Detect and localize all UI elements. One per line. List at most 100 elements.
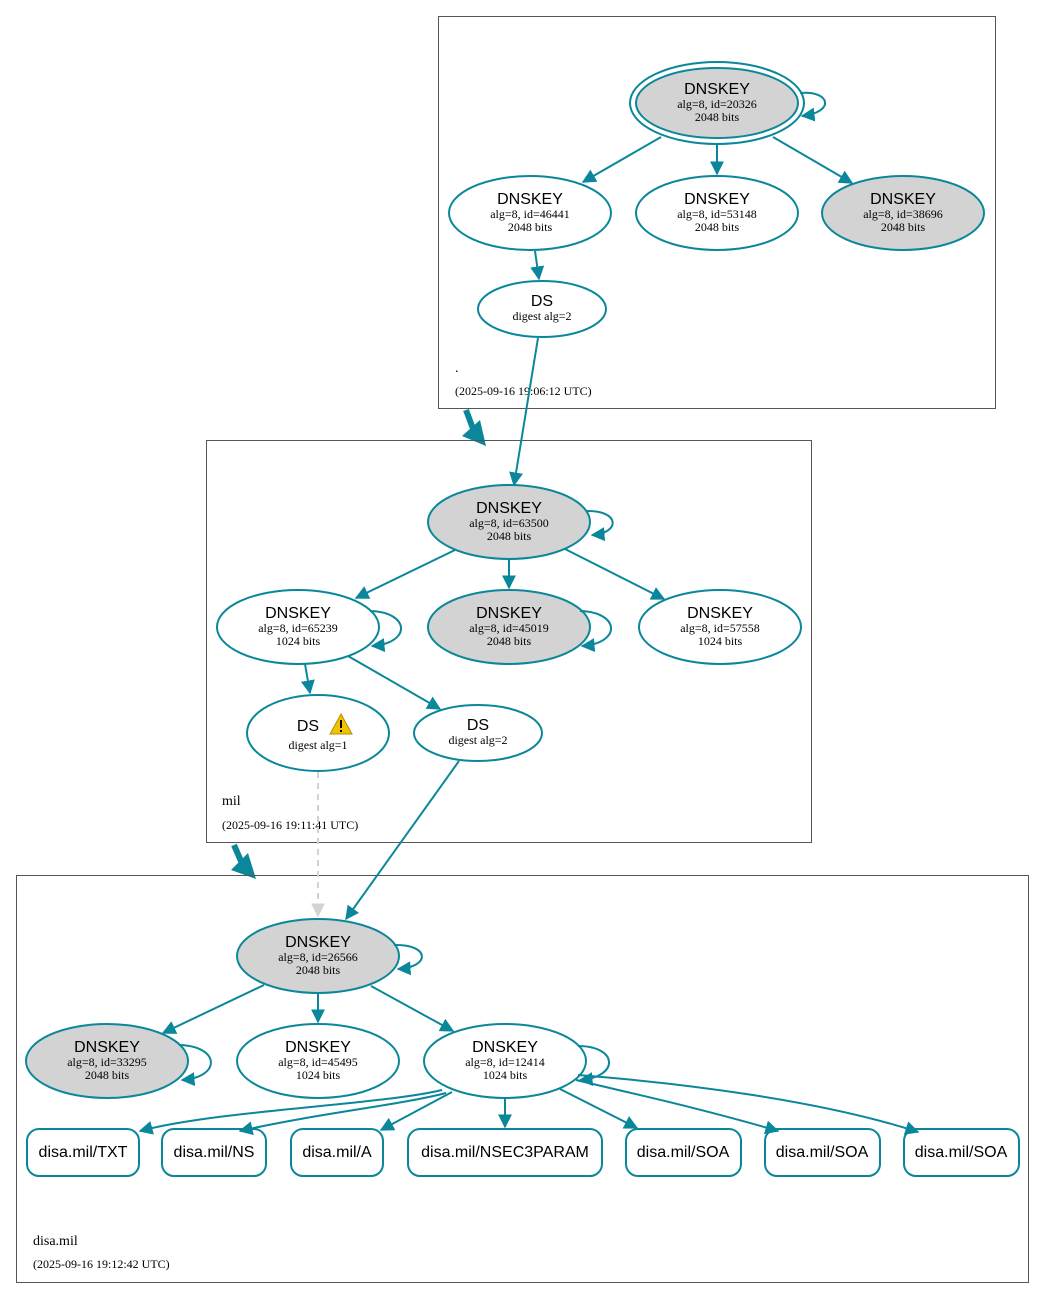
rrset-disa-mil-soa-1[interactable]: disa.mil/SOA	[625, 1128, 742, 1177]
mil-ds1-line1: digest alg=1	[288, 738, 347, 752]
disa-ksk-line2: 2048 bits	[296, 963, 341, 977]
disa-dnskey-33295-node[interactable]: DNSKEY alg=8, id=33295 2048 bits	[25, 1023, 189, 1099]
rrset-label: disa.mil/SOA	[915, 1144, 1008, 1161]
zone-root: . (2025-09-16 19:06:12 UTC) DNSKEY alg=8…	[438, 16, 996, 409]
root-zsk2-line1: alg=8, id=53148	[677, 207, 757, 221]
root-ds-line1: digest alg=2	[512, 309, 571, 323]
rrset-disa-mil-txt[interactable]: disa.mil/TXT	[26, 1128, 140, 1177]
mil-k45019-line2: 2048 bits	[487, 634, 532, 648]
mil-k45019-self-edge	[579, 610, 612, 653]
mil-k65239-title: DNSKEY	[265, 605, 331, 622]
mil-ksk-node[interactable]: DNSKEY alg=8, id=63500 2048 bits	[427, 484, 591, 560]
zone-disa-timestamp: (2025-09-16 19:12:42 UTC)	[33, 1257, 170, 1271]
edge-a-to-k12414	[379, 1091, 453, 1131]
mil-ds-alg2-node[interactable]: DS digest alg=2	[413, 704, 543, 762]
edge-ns-to-k12414	[238, 1092, 447, 1136]
rrset-disa-mil-soa-2[interactable]: disa.mil/SOA	[764, 1128, 881, 1177]
disa-k45495-line1: alg=8, id=45495	[278, 1055, 358, 1069]
delegation-root-to-mil-head	[462, 420, 486, 446]
root-zsk-46441-node[interactable]: DNSKEY alg=8, id=46441 2048 bits	[448, 175, 612, 251]
edge-soa1-to-k12414	[559, 1088, 639, 1129]
root-zsk1-title: DNSKEY	[497, 191, 563, 208]
mil-dnskey-57558-node[interactable]: DNSKEY alg=8, id=57558 1024 bits	[638, 589, 802, 665]
disa-k12414-title: DNSKEY	[472, 1039, 538, 1056]
mil-ds1-title: DS	[297, 718, 319, 735]
edge-mil-ksk-to-k57558	[564, 548, 666, 600]
zone-root-box	[438, 16, 996, 409]
edge-txt-to-k12414	[138, 1089, 443, 1135]
root-ds-node[interactable]: DS digest alg=2	[477, 280, 607, 338]
disa-k33295-title: DNSKEY	[74, 1039, 140, 1056]
mil-ksk-line2: 2048 bits	[487, 529, 532, 543]
mil-dnskey-65239-node[interactable]: DNSKEY alg=8, id=65239 1024 bits	[216, 589, 380, 665]
mil-ds-alg1-node[interactable]: DS digest alg=1	[246, 694, 390, 772]
mil-k65239-self-edge	[369, 610, 402, 653]
disa-ksk-self-edge	[393, 943, 423, 976]
rrset-label: disa.mil/NS	[174, 1144, 255, 1161]
mil-dnskey-45019-node[interactable]: DNSKEY alg=8, id=45019 2048 bits	[427, 589, 591, 665]
zone-mil-label: mil	[222, 794, 241, 809]
mil-ds2-line1: digest alg=2	[448, 733, 507, 747]
zone-mil-timestamp: (2025-09-16 19:11:41 UTC)	[222, 818, 358, 832]
zone-root-timestamp: (2025-09-16 19:06:12 UTC)	[455, 384, 592, 398]
root-ds-title: DS	[531, 293, 553, 310]
disa-k33295-self-edge	[178, 1044, 212, 1087]
root-ksk-title: DNSKEY	[684, 81, 750, 98]
edge-root-zsk1-to-ds	[530, 250, 545, 281]
zone-mil: mil (2025-09-16 19:11:41 UTC) DNSKEY alg…	[206, 337, 812, 843]
rrset-label: disa.mil/A	[302, 1144, 372, 1161]
root-zsk1-line1: alg=8, id=46441	[490, 207, 570, 221]
edge-root-ksk-to-zsk3	[772, 136, 854, 184]
zone-disa-box	[16, 875, 1029, 1283]
edge-root-ksk-to-zsk1	[581, 136, 662, 183]
zone-disa-label: disa.mil	[33, 1234, 78, 1249]
root-zsk-38696-node[interactable]: DNSKEY alg=8, id=38696 2048 bits	[821, 175, 985, 251]
root-zsk-53148-node[interactable]: DNSKEY alg=8, id=53148 2048 bits	[635, 175, 799, 251]
zone-root-label: .	[455, 361, 459, 376]
rrset-label: disa.mil/TXT	[39, 1144, 128, 1161]
edge-mil-ksk-to-k65239	[354, 549, 456, 599]
edge-disa-ksk-to-k12414	[370, 985, 455, 1032]
disa-k12414-line1: alg=8, id=12414	[465, 1055, 545, 1069]
disa-k45495-title: DNSKEY	[285, 1039, 351, 1056]
rrset-disa-mil-soa-3[interactable]: disa.mil/SOA	[903, 1128, 1020, 1177]
disa-ksk-title: DNSKEY	[285, 934, 351, 951]
zone-mil-box	[206, 440, 812, 843]
rrset-label: disa.mil/SOA	[637, 1144, 730, 1161]
mil-k65239-line1: alg=8, id=65239	[258, 621, 338, 635]
edge-mil-k65239-to-ds2	[347, 655, 442, 710]
disa-k45495-line2: 1024 bits	[296, 1068, 341, 1082]
rrset-disa-mil-ns[interactable]: disa.mil/NS	[161, 1128, 267, 1177]
mil-ds2-title: DS	[467, 717, 489, 734]
mil-ksk-title: DNSKEY	[476, 500, 542, 517]
rrset-label: disa.mil/SOA	[776, 1144, 869, 1161]
root-zsk2-title: DNSKEY	[684, 191, 750, 208]
mil-ksk-line1: alg=8, id=63500	[469, 516, 549, 530]
mil-k57558-title: DNSKEY	[687, 605, 753, 622]
mil-k57558-line2: 1024 bits	[698, 634, 743, 648]
root-zsk1-line2: 2048 bits	[508, 220, 553, 234]
mil-k45019-title: DNSKEY	[476, 605, 542, 622]
disa-dnskey-12414-node[interactable]: DNSKEY alg=8, id=12414 1024 bits	[423, 1023, 587, 1099]
edge-mil-ds2-to-disa-ksk	[345, 760, 460, 921]
warning-icon	[329, 712, 353, 735]
disa-k33295-line2: 2048 bits	[85, 1068, 130, 1082]
root-ksk-node[interactable]: DNSKEY alg=8, id=20326 2048 bits	[629, 61, 805, 145]
edge-soa3-to-k12414	[577, 1074, 920, 1135]
root-zsk3-line1: alg=8, id=38696	[863, 207, 943, 221]
mil-k57558-line1: alg=8, id=57558	[680, 621, 760, 635]
edge-root-ds-to-mil-ksk	[509, 337, 539, 487]
disa-ksk-line1: alg=8, id=26566	[278, 950, 358, 964]
disa-k12414-line2: 1024 bits	[483, 1068, 528, 1082]
rrset-label: disa.mil/NSEC3PARAM	[421, 1144, 589, 1161]
edge-disa-ksk-to-k33295	[161, 984, 265, 1034]
disa-dnskey-45495-node[interactable]: DNSKEY alg=8, id=45495 1024 bits	[236, 1023, 400, 1099]
root-ksk-line1: alg=8, id=20326	[677, 97, 757, 111]
root-zsk3-title: DNSKEY	[870, 191, 936, 208]
rrset-disa-mil-nsec3param[interactable]: disa.mil/NSEC3PARAM	[407, 1128, 603, 1177]
disa-ksk-node[interactable]: DNSKEY alg=8, id=26566 2048 bits	[236, 918, 400, 994]
zone-disa-mil: disa.mil (2025-09-16 19:12:42 UTC) DNSKE…	[16, 760, 1029, 1283]
disa-k33295-line1: alg=8, id=33295	[67, 1055, 147, 1069]
rrset-disa-mil-a[interactable]: disa.mil/A	[290, 1128, 384, 1177]
